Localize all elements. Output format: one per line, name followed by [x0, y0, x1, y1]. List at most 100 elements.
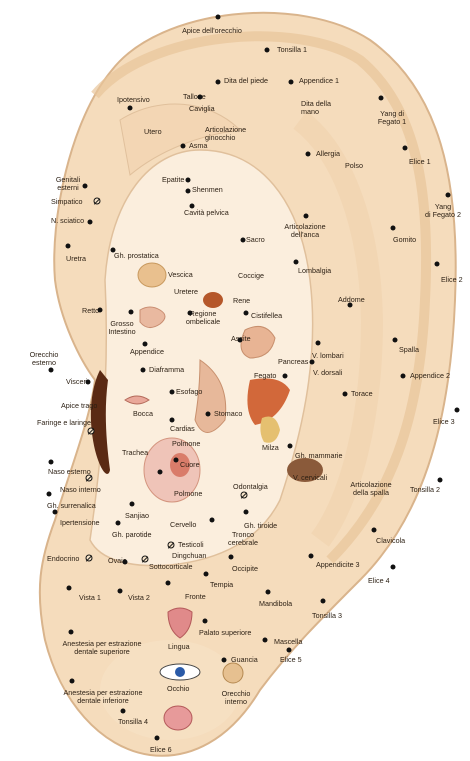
point-vista1 — [67, 586, 72, 591]
point-cuore — [174, 458, 179, 463]
point-mascella — [263, 638, 268, 643]
label-torace: Torace — [351, 390, 373, 398]
label-cervello: Cervello — [170, 521, 196, 529]
point-shenmen — [186, 189, 191, 194]
point-tonsilla2 — [438, 478, 443, 483]
point-cavita — [190, 204, 195, 209]
label-clavicola: Clavicola — [376, 537, 405, 545]
point-elice4 — [391, 565, 396, 570]
point-ascite — [238, 338, 243, 343]
point-cervello — [210, 518, 215, 523]
kidney-illustration — [203, 292, 223, 308]
label-milza: Milza — [262, 444, 279, 452]
label-gh-parotide: Gh. parotide — [112, 531, 152, 539]
point-dita-piede — [216, 80, 221, 85]
point-ombelicale — [188, 311, 193, 316]
point-anestesia-inf — [70, 679, 75, 684]
label-uretra: Uretra — [66, 255, 86, 263]
label-odontalgia: Odontalgia — [233, 483, 268, 491]
point-yang1 — [379, 96, 384, 101]
point-elice1 — [403, 146, 408, 151]
label-ipertensione: Ipertensione — [60, 519, 100, 527]
label-faringe: Faringe e laringe — [37, 419, 91, 427]
point-retto — [98, 308, 103, 313]
point-ipertensione — [53, 510, 58, 515]
point-prostatica — [111, 248, 116, 253]
point-spalla — [393, 338, 398, 343]
point-orecchio-esterno — [49, 368, 54, 373]
label-occipite: Occipite — [232, 565, 258, 573]
label-tonsilla1: Tonsilla 1 — [277, 46, 307, 54]
label-polmone2: Polmone — [174, 490, 202, 498]
label-fegato: Fegato — [254, 372, 276, 380]
point-v-dorsali — [310, 360, 315, 365]
label-esofago: Esofago — [176, 388, 202, 396]
label-ipotensivo: Ipotensivo — [117, 96, 150, 104]
label-dita-piede: Dita del piede — [224, 77, 268, 85]
label-apice-orecchio: Apice dell'orecchio — [182, 27, 242, 35]
label-genitali: Genitali esterni — [56, 176, 80, 192]
label-cardias: Cardias — [170, 425, 195, 433]
inner-ear-illustration — [223, 663, 243, 683]
point-v-lombari — [316, 341, 321, 346]
label-vista1: Vista 1 — [79, 594, 101, 602]
label-orecchio-esterno: Orecchio esterno — [30, 351, 59, 367]
label-caviglia: Caviglia — [189, 105, 215, 113]
label-appendicite3: Appendicite 3 — [316, 561, 360, 569]
throat-illustration — [164, 706, 192, 730]
label-mandibola: Mandibola — [259, 600, 292, 608]
point-apice-orecchio — [216, 15, 221, 20]
point-torace — [343, 392, 348, 397]
point-addome — [348, 303, 353, 308]
eye-iris — [175, 667, 185, 677]
label-endocrino: Endocrino — [47, 555, 79, 563]
label-asma: Asma — [189, 142, 207, 150]
point-genitali — [83, 184, 88, 189]
label-rene: Rene — [233, 297, 250, 305]
label-naso-interno: Naso interno — [60, 486, 101, 494]
label-tronco: Tronco cerebrale — [228, 531, 258, 547]
point-sacro — [241, 238, 246, 243]
label-v-dorsali: V. dorsali — [313, 369, 342, 377]
label-allergia: Allergia — [316, 150, 340, 158]
label-dingchuan: Dingchuan — [172, 552, 206, 560]
point-mandibola — [266, 590, 271, 595]
label-v-lombari: V. lombari — [312, 352, 344, 360]
point-mammarie — [288, 444, 293, 449]
label-guancia: Guancia — [231, 656, 258, 664]
label-trachea: Trachea — [122, 449, 148, 457]
label-visceri: Visceri — [66, 378, 87, 386]
point-sanjiao — [130, 502, 135, 507]
label-elice5: Elice 5 — [280, 656, 302, 664]
label-elice4: Elice 4 — [368, 577, 390, 585]
point-polmone — [158, 470, 163, 475]
label-appendice: Appendice — [130, 348, 164, 356]
label-sacro: Sacro — [246, 236, 265, 244]
point-tiroide — [244, 510, 249, 515]
label-simpatico: Simpatico — [51, 198, 83, 206]
label-anestesia-inf: Anestesia per estrazione dentale inferio… — [63, 689, 142, 705]
label-n-sciatico: N. sciatico — [51, 217, 84, 225]
point-tonsilla1 — [265, 48, 270, 53]
label-appendice1: Appendice 1 — [299, 77, 339, 85]
label-sottocorticale: Sottocorticale — [149, 563, 193, 571]
point-gh-parotide — [116, 521, 121, 526]
point-elice5 — [287, 648, 292, 653]
label-elice2: Elice 2 — [441, 276, 463, 284]
point-allergia — [306, 152, 311, 157]
label-gomito: Gomito — [393, 236, 416, 244]
label-palato: Palato superiore — [199, 629, 251, 637]
point-stomaco — [206, 412, 211, 417]
label-cavita-pelvica: Cavità pelvica — [184, 209, 229, 217]
point-guancia — [222, 658, 227, 663]
point-fronte — [166, 581, 171, 586]
label-elice1: Elice 1 — [409, 158, 431, 166]
label-yang-fegato1: Yang di Fegato 1 — [378, 110, 406, 126]
point-appendice1 — [289, 80, 294, 85]
point-gomito — [391, 226, 396, 231]
point-elice2 — [435, 262, 440, 267]
point-uretra — [66, 244, 71, 249]
point-lombalgia — [294, 260, 299, 265]
point-appendice2 — [401, 374, 406, 379]
point-appendicite3 — [309, 554, 314, 559]
